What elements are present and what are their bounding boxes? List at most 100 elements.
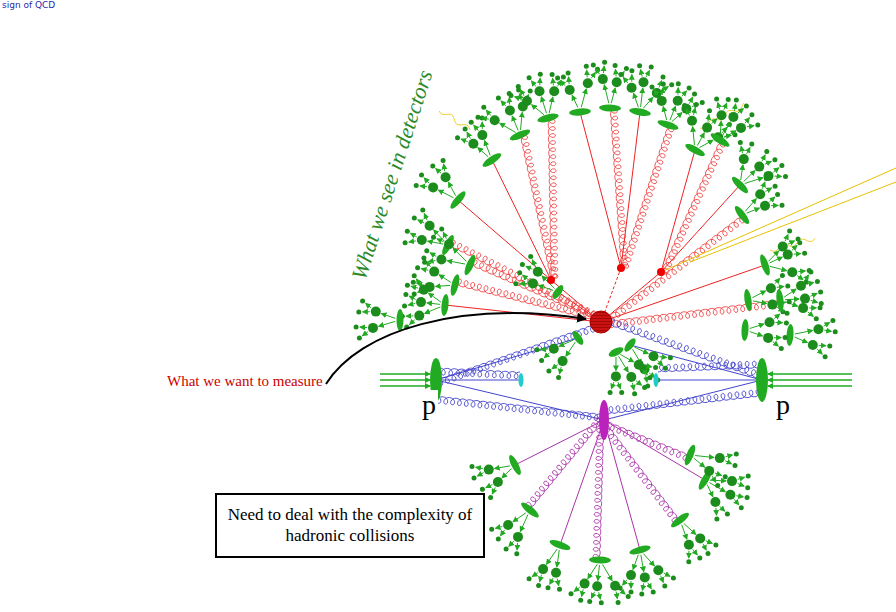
decay-arrow	[797, 276, 803, 280]
decay-arrow	[699, 140, 713, 147]
decay-arrow	[424, 214, 427, 220]
decay-arrow	[819, 345, 826, 346]
hadron-dot	[414, 183, 419, 188]
decay-arrow	[557, 550, 559, 567]
decay-arrow	[619, 356, 629, 372]
hadron-dot	[528, 89, 533, 94]
gluon-line	[608, 390, 762, 415]
decay-arrow	[443, 232, 446, 238]
hadron-dot	[651, 590, 656, 595]
hadron-dot	[649, 351, 659, 361]
decay-arrow	[795, 330, 813, 334]
hadron-dot	[739, 154, 749, 164]
decay-arrow	[406, 315, 413, 316]
hadron-dot	[833, 329, 838, 334]
hadron-dot	[416, 297, 426, 307]
decay-arrow	[648, 583, 651, 589]
decay-arrow	[532, 81, 536, 87]
decay-arrow	[421, 269, 428, 271]
decay-arrow	[775, 322, 782, 323]
decay-arrow	[824, 330, 831, 331]
decay-arrow	[689, 97, 692, 103]
decay-arrow	[726, 455, 733, 457]
beam-line	[380, 385, 430, 387]
decay-arrow	[643, 97, 653, 108]
decay-arrow	[410, 320, 415, 325]
hadron-dot	[371, 307, 381, 317]
parton-line	[690, 182, 896, 262]
decay-arrow	[697, 133, 704, 146]
hadron-dot	[802, 251, 807, 256]
hadron-dot	[476, 115, 481, 120]
hadron-dot	[676, 81, 681, 86]
hadron-dot	[746, 474, 751, 479]
decay-arrow	[663, 107, 667, 120]
decay-arrow	[581, 89, 586, 107]
hadron-dot	[745, 485, 750, 490]
hadron-dot	[583, 78, 593, 88]
decay-arrow	[596, 68, 600, 74]
decay-arrow	[560, 367, 562, 374]
hadron-dot	[765, 317, 775, 327]
decay-arrow	[611, 382, 613, 389]
hadron-dot	[785, 284, 790, 289]
hadron-dot	[784, 320, 789, 325]
hadron-dot	[819, 301, 824, 306]
decay-arrow	[411, 286, 418, 288]
decay-arrow	[623, 78, 627, 83]
hadron-dot	[797, 240, 802, 245]
decay-arrow	[777, 286, 784, 288]
decay-arrow	[741, 165, 743, 180]
proton-label: p	[420, 390, 438, 421]
hadron-dot	[549, 344, 559, 354]
decay-arrow	[635, 347, 649, 353]
parton-line	[621, 112, 640, 268]
decay-arrow	[712, 119, 717, 124]
decay-arrow	[693, 549, 697, 554]
hadron-dot	[808, 340, 818, 350]
decay-arrow	[762, 155, 765, 161]
hadron-cluster	[571, 329, 586, 346]
decay-arrow	[794, 253, 801, 255]
hadron-dot	[697, 555, 702, 560]
photon-line	[770, 238, 815, 251]
hadron-dot	[619, 390, 624, 395]
hadron-dot	[649, 65, 654, 70]
decay-arrow	[643, 369, 648, 374]
hadron-dot	[488, 495, 493, 500]
decay-arrow	[810, 293, 816, 296]
hadron-dot	[412, 291, 417, 296]
hadron-dot	[599, 600, 604, 605]
decay-arrow	[482, 122, 483, 129]
parton-line	[604, 420, 640, 550]
decay-arrow	[520, 283, 527, 284]
decay-arrow	[654, 90, 658, 96]
decay-arrow	[778, 302, 785, 303]
decay-arrow	[795, 337, 808, 343]
decay-arrow	[686, 109, 689, 115]
decay-arrow	[476, 467, 483, 468]
decay-arrow	[615, 69, 617, 76]
decay-arrow	[438, 190, 453, 198]
hadron-dot	[415, 265, 420, 270]
decay-arrow	[664, 573, 670, 576]
decay-arrow	[501, 101, 506, 106]
hadron-dot	[637, 63, 642, 68]
hadron-dot	[632, 391, 637, 396]
hadron-dot	[470, 464, 475, 469]
hadron-dot	[527, 75, 532, 80]
hadron-dot	[612, 77, 622, 87]
decay-arrow	[495, 466, 510, 469]
hadron-dot	[783, 250, 793, 260]
hadron-dot	[536, 583, 541, 588]
hadron-dot	[517, 270, 522, 275]
hadron-dot	[480, 487, 485, 492]
hadron-cluster	[589, 556, 611, 564]
hadron-dot	[550, 72, 555, 77]
hadron-dot	[578, 598, 583, 603]
hadron-dot	[472, 476, 477, 481]
decay-arrow	[694, 458, 705, 467]
gluon-line	[436, 396, 600, 421]
decay-arrow	[658, 360, 663, 365]
hadron-cluster	[440, 234, 456, 257]
